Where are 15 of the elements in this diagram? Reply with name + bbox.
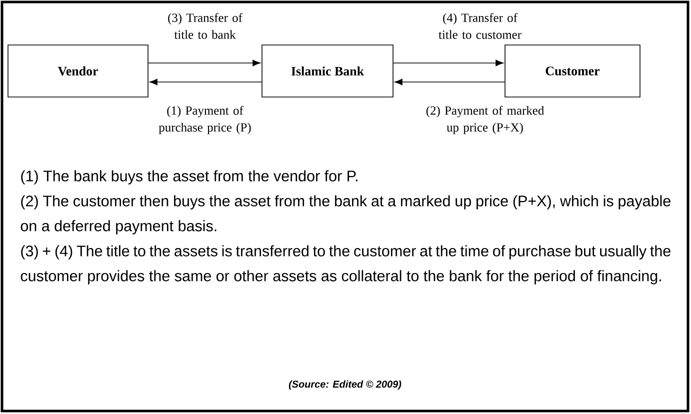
edge-label: (3) Transfer of title to bank xyxy=(168,13,242,39)
arrow xyxy=(393,60,504,66)
note-text: (3) + (4) The title to the assets is transferred to the customer at the time of purchase but usually the customer provides the same or other assets as collateral to the bank for the period of financing. xyxy=(20,245,670,284)
edge-label: (2) Payment of marked up price (P+X) xyxy=(426,106,544,134)
source-note: (Source: Edited © 2009) xyxy=(288,380,402,390)
process-box: Vendor xyxy=(8,44,148,98)
edge-label: (1) Payment of purchase price (P) xyxy=(158,106,251,134)
arrow xyxy=(394,78,505,86)
arrow xyxy=(150,78,262,86)
process-box: Islamic Bank xyxy=(262,44,394,98)
edge-label: (4) Transfer of title to customer xyxy=(438,13,522,39)
process-box: Customer xyxy=(504,44,640,98)
note-text: (1) The bank buys the asset from the vendor for P. xyxy=(21,170,358,184)
note-text: (2) The customer then buys the asset from the bank at a marked up price (P+X), which is payable on a deferred payment basis. xyxy=(20,195,670,234)
arrow xyxy=(148,60,260,66)
